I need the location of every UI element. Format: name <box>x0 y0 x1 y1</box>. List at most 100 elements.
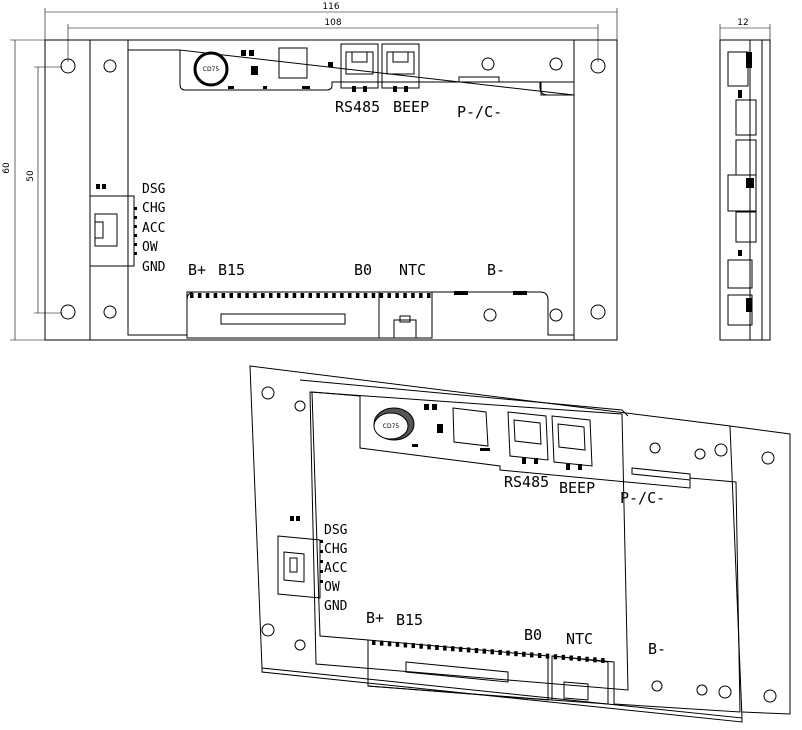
label-dsg: DSG <box>142 182 166 197</box>
header-pin <box>474 648 479 654</box>
header-pin <box>545 653 550 659</box>
header-pin <box>577 656 581 662</box>
pcb-hole-icon <box>103 59 117 73</box>
header-pin <box>387 293 391 298</box>
connector-bottom-header <box>186 291 527 339</box>
header-pin <box>300 293 305 298</box>
header-pin <box>427 644 431 650</box>
label-b0: B0 <box>354 261 372 279</box>
header-pin <box>245 293 249 298</box>
header-pin <box>340 293 344 298</box>
label-bminus-3d: B- <box>648 640 666 658</box>
label-b15-3d: B15 <box>396 611 423 629</box>
header-pin <box>387 641 392 647</box>
label-b15: B15 <box>218 261 245 279</box>
top-view: 116 108 60 50 CD75 <box>2 2 618 341</box>
header-pin <box>601 657 605 663</box>
header-pins-3d <box>372 640 605 663</box>
pcb-hole-icon <box>481 57 495 71</box>
header-pin <box>466 647 471 653</box>
connector-left-header <box>89 184 137 267</box>
label-b0-3d: B0 <box>524 626 542 644</box>
label-chg: CHG <box>142 201 166 216</box>
header-pin <box>419 643 423 649</box>
header-pin <box>229 293 233 298</box>
label-gnd: GND <box>142 260 166 275</box>
header-pin <box>372 640 376 645</box>
capacitor-cd75: CD75 <box>193 51 229 87</box>
header-pin <box>379 640 384 646</box>
capacitor-label: CD75 <box>203 66 220 73</box>
connector-rs485 <box>340 43 379 92</box>
label-ntc: NTC <box>399 261 426 279</box>
header-pin <box>292 293 297 298</box>
header-pin <box>403 642 408 648</box>
header-pin <box>427 293 431 298</box>
label-rs485: RS485 <box>335 98 380 116</box>
header-pin <box>506 650 510 656</box>
label-bplus: B+ <box>188 261 206 279</box>
side-view: 12 <box>719 18 771 341</box>
header-pin <box>395 293 399 298</box>
label-ow-3d: OW <box>324 580 340 595</box>
header-pin <box>213 293 218 298</box>
header-pin <box>348 293 352 298</box>
header-pin <box>355 293 360 298</box>
label-beep-3d: BEEP <box>559 479 595 497</box>
label-pc: P-/C- <box>457 103 502 121</box>
mount-hole-icon <box>590 58 606 74</box>
header-pin <box>451 646 455 652</box>
header-pin <box>269 293 273 298</box>
label-rs485-3d: RS485 <box>504 473 549 491</box>
header-pin <box>593 657 597 663</box>
mount-hole-icon <box>60 58 76 74</box>
pcb-hole-icon <box>549 308 563 322</box>
dim-width-inner: 108 <box>324 18 341 28</box>
header-pin <box>498 649 502 655</box>
header-pin <box>443 645 447 651</box>
header-pin <box>585 656 589 662</box>
pcb-outline <box>89 39 575 341</box>
label-acc: ACC <box>142 221 165 236</box>
header-pin <box>561 654 566 660</box>
header-pin <box>332 293 336 298</box>
header-pin <box>395 641 400 647</box>
header-pin <box>403 293 407 298</box>
connector-beep <box>381 43 420 92</box>
label-bplus-3d: B+ <box>366 609 384 627</box>
header-pin <box>522 651 526 657</box>
capacitor-label-3d: CD75 <box>383 423 400 430</box>
header-pin <box>284 293 289 298</box>
label-chg-3d: CHG <box>324 542 348 557</box>
dim-thickness: 12 <box>737 18 748 28</box>
label-ow: OW <box>142 240 158 255</box>
capacitor-cd75-3d: CD75 <box>373 407 415 441</box>
header-pin <box>237 293 241 298</box>
header-pin <box>197 293 202 298</box>
pcb-hole-icon <box>103 305 117 319</box>
header-pin <box>537 653 542 659</box>
label-dsg-3d: DSG <box>324 523 348 538</box>
label-gnd-3d: GND <box>324 599 348 614</box>
header-pin <box>514 651 518 657</box>
header-pin <box>419 293 423 298</box>
label-bminus: B- <box>487 261 505 279</box>
dim-width-outer: 116 <box>322 2 339 12</box>
header-pin <box>371 293 376 298</box>
header-pin <box>435 644 439 650</box>
header-pin <box>205 293 210 298</box>
pcb-hole-icon <box>549 57 563 71</box>
pc-pad <box>458 76 500 83</box>
dim-height-inner: 50 <box>26 170 36 182</box>
header-pin <box>553 654 558 660</box>
header-pin <box>458 646 463 652</box>
header-pin <box>411 293 415 298</box>
header-pin <box>530 652 534 658</box>
header-pin <box>482 648 487 654</box>
header-pin <box>190 293 194 298</box>
mount-hole-icon <box>60 304 76 320</box>
label-ntc-3d: NTC <box>566 630 593 648</box>
header-pin <box>221 293 226 298</box>
mount-hole-icon <box>590 304 606 320</box>
header-pin <box>276 293 281 298</box>
